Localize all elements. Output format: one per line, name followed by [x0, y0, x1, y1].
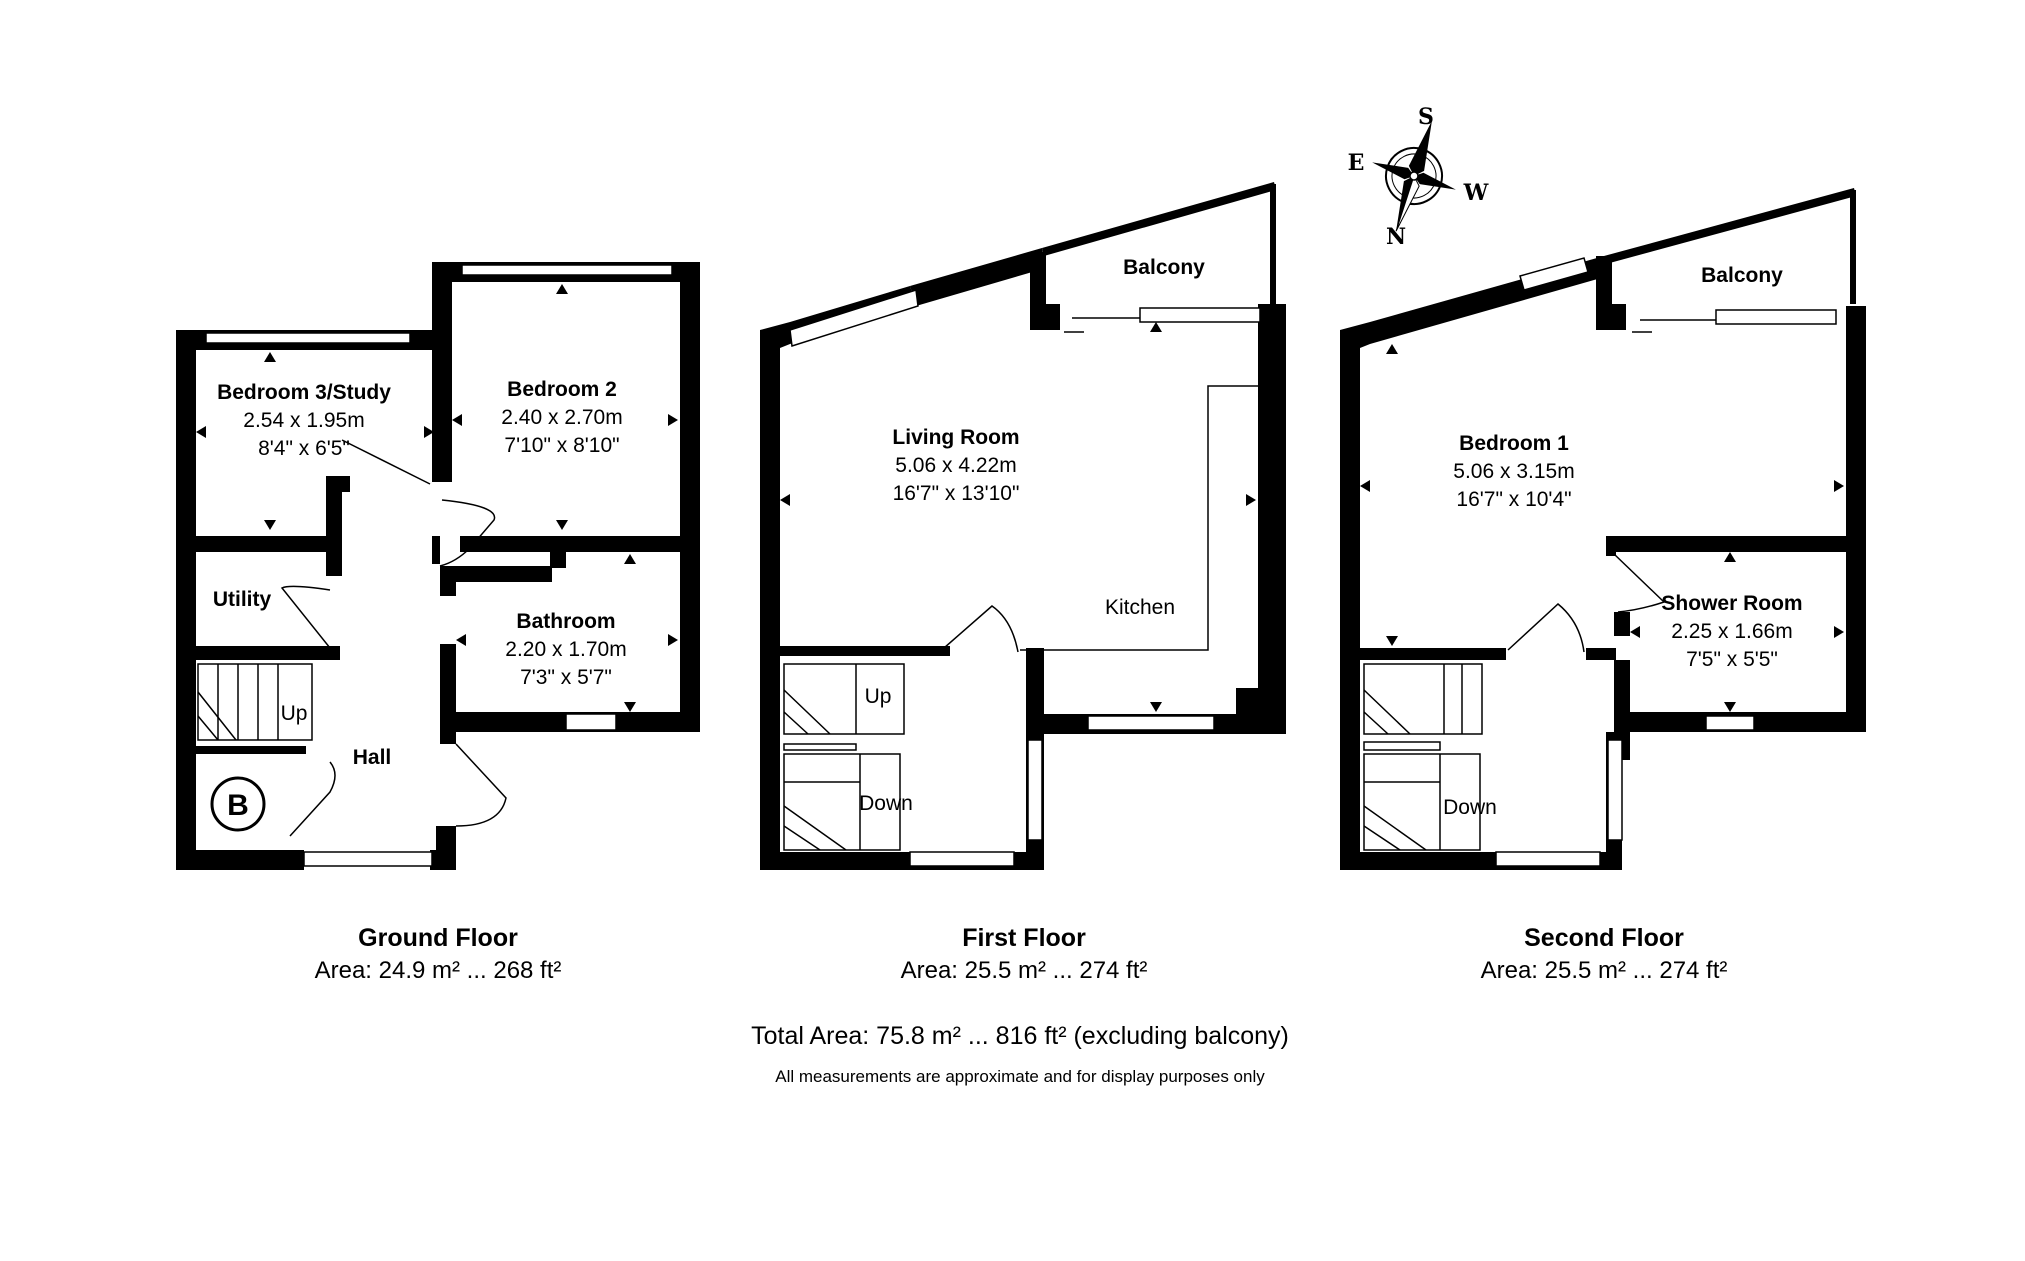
floor-title: Ground Floor [358, 924, 518, 952]
stairs-up-label: Up [281, 702, 308, 725]
room-imperial: 16'7" x 10'4" [1456, 488, 1571, 511]
compass-w-label: W [1463, 180, 1489, 206]
room-name: Balcony [1701, 264, 1783, 287]
floor-area: Area: 25.5 m² ... 274 ft² [1481, 957, 1728, 984]
floor-title: Second Floor [1524, 924, 1684, 952]
disclaimer: All measurements are approximate and for… [775, 1067, 1265, 1086]
total-area: Total Area: 75.8 m² ... 816 ft² (excludi… [751, 1022, 1289, 1050]
floor-area: Area: 24.9 m² ... 268 ft² [315, 957, 562, 984]
room-imperial: 7'5" x 5'5" [1686, 648, 1778, 671]
room-name: Bedroom 2 [507, 378, 617, 401]
kitchen-label: Kitchen [1105, 596, 1175, 619]
room-metric: 2.54 x 1.95m [243, 409, 364, 432]
room-name: Utility [213, 588, 272, 611]
stairs-down-label: Down [1443, 796, 1497, 819]
compass-n-label: N [1386, 224, 1406, 250]
second-stairs [1363, 663, 1483, 851]
compass-e-label: E [1348, 150, 1365, 176]
room-name: Bedroom 1 [1459, 432, 1569, 455]
first-stairs-down [783, 753, 901, 851]
room-imperial: 7'3" x 5'7" [520, 666, 612, 689]
room-name: Bedroom 3/Study [217, 381, 391, 404]
stairs-up-label: Up [865, 685, 892, 708]
room-metric: 2.20 x 1.70m [505, 638, 626, 661]
boiler-label: B [227, 789, 249, 822]
room-name: Living Room [892, 426, 1019, 449]
room-imperial: 16'7" x 13'10" [893, 482, 1020, 505]
room-imperial: 7'10" x 8'10" [504, 434, 619, 457]
boiler-circle-icon [210, 776, 266, 832]
compass-s-label: S [1418, 104, 1434, 130]
room-metric: 2.40 x 2.70m [501, 406, 622, 429]
room-name: Balcony [1123, 256, 1205, 279]
ground-floor-plan [176, 262, 700, 870]
room-imperial: 8'4" x 6'5" [258, 437, 350, 460]
first-stairs-up [783, 663, 905, 735]
room-metric: 2.25 x 1.66m [1671, 620, 1792, 643]
ground-stairs [197, 663, 313, 741]
room-metric: 5.06 x 4.22m [895, 454, 1016, 477]
second-floor-plan [1340, 188, 1866, 870]
room-metric: 5.06 x 3.15m [1453, 460, 1574, 483]
compass-rose-icon [1372, 120, 1456, 232]
floor-area: Area: 25.5 m² ... 274 ft² [901, 957, 1148, 984]
room-name: Shower Room [1661, 592, 1802, 615]
room-name: Bathroom [516, 610, 615, 633]
room-name: Hall [353, 746, 392, 769]
floor-title: First Floor [962, 924, 1086, 952]
first-floor-plan [760, 182, 1286, 870]
stairs-down-label: Down [859, 792, 913, 815]
